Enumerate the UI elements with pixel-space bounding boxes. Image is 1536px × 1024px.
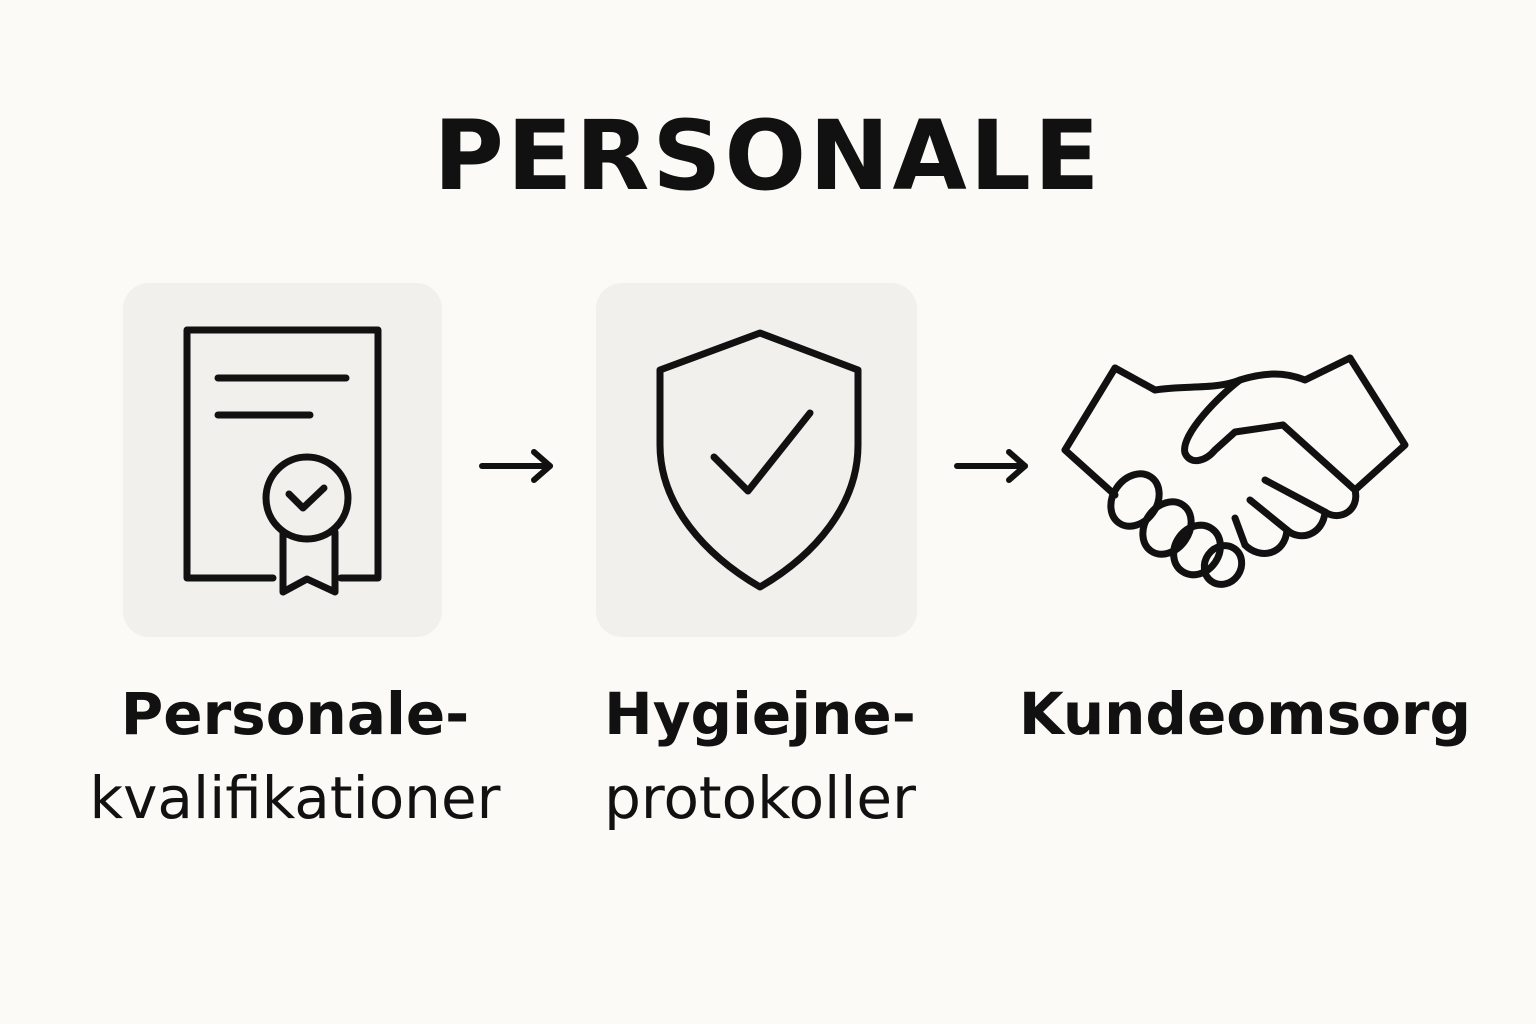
shield-check-icon bbox=[650, 325, 870, 595]
step-label-line1: Personale- bbox=[120, 680, 470, 748]
step-label-line2: kvalifikationer bbox=[89, 764, 501, 832]
step-label-hygiene: Hygiejne- protokoller bbox=[535, 672, 985, 840]
certificate-icon bbox=[173, 320, 393, 610]
page-title: PERSONALE bbox=[433, 100, 1103, 212]
step-tile-hygiene bbox=[596, 283, 917, 637]
step-label-line1: Kundeomsorg bbox=[1018, 680, 1472, 748]
arrow-icon bbox=[953, 448, 1033, 492]
step-label-line2: protokoller bbox=[604, 764, 916, 832]
step-label-customer-care: Kundeomsorg bbox=[1010, 672, 1480, 756]
step-label-qualifications: Personale- kvalifikationer bbox=[70, 672, 520, 840]
step-label-line1: Hygiejne- bbox=[604, 680, 916, 748]
arrow-icon bbox=[478, 448, 558, 492]
handshake-icon bbox=[1055, 350, 1415, 590]
